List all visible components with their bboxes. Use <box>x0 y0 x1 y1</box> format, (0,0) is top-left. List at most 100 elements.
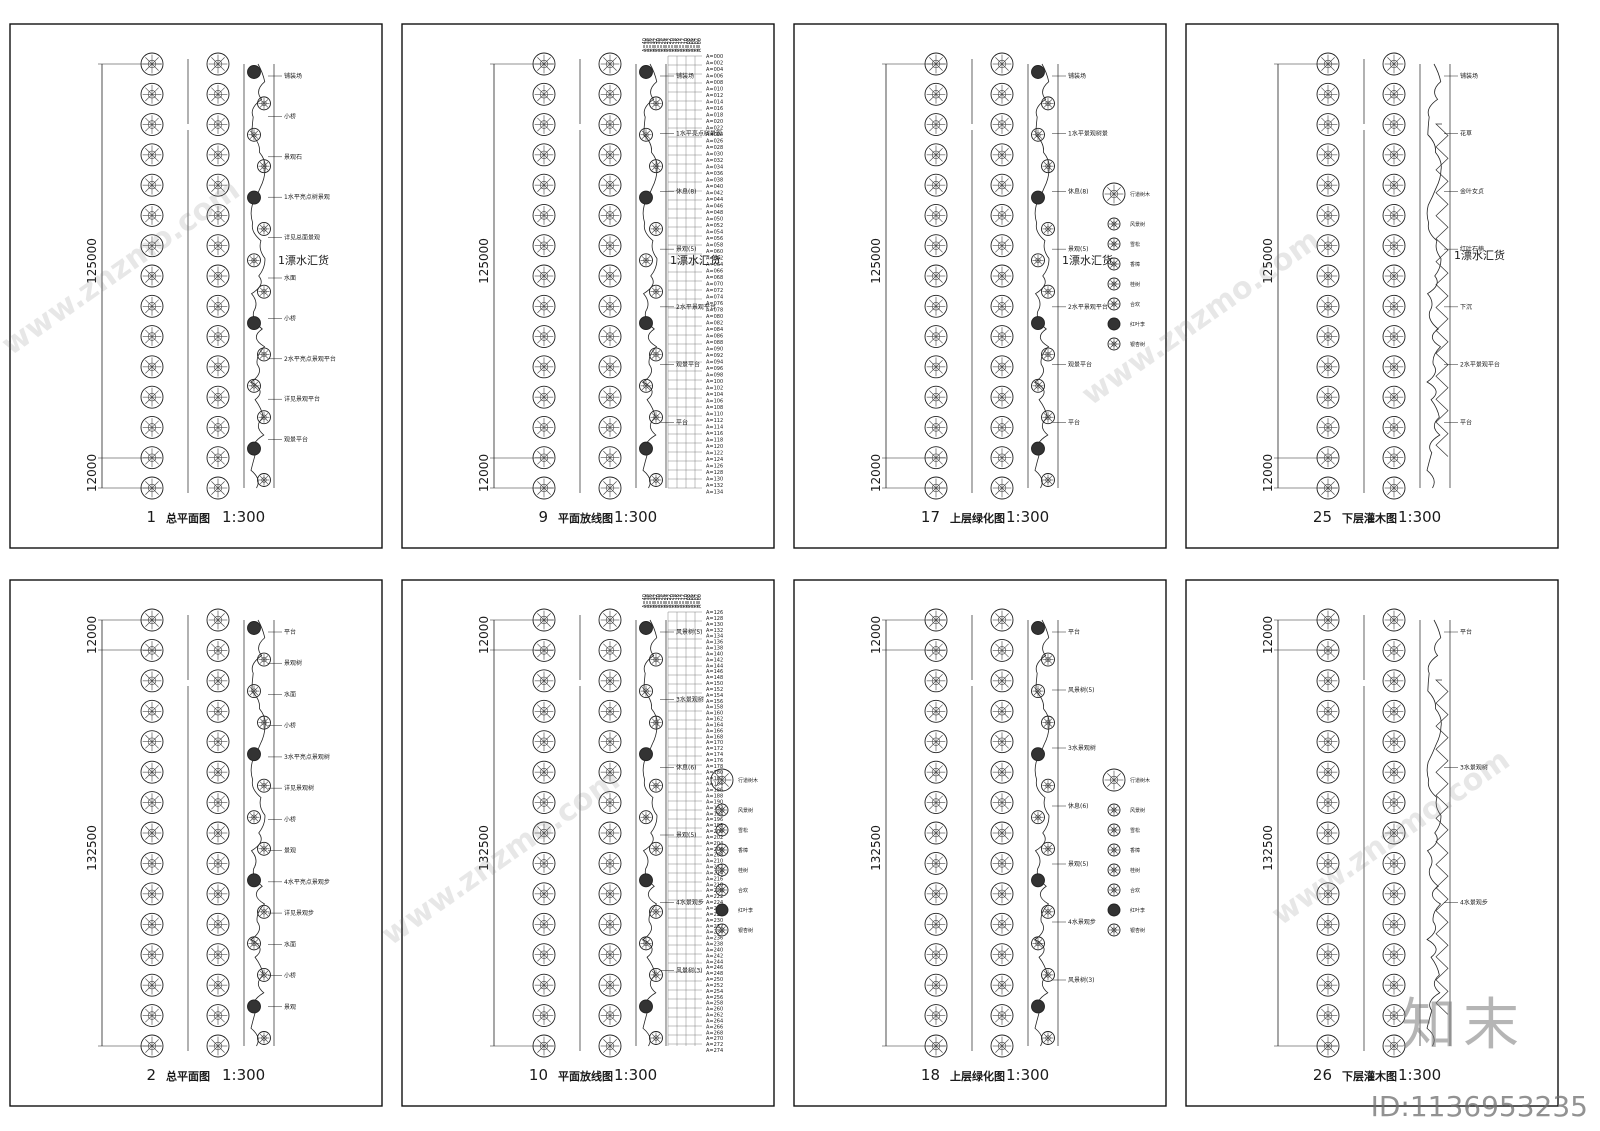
grid-right-label: A=250 <box>706 977 723 983</box>
dimension-label-segment: 12000 <box>869 454 883 492</box>
tree-symbol <box>990 851 1014 875</box>
callout-label: 休息(6) <box>1068 802 1089 810</box>
tree-symbol <box>140 203 164 227</box>
legend-label: 行道树木 <box>738 777 758 784</box>
tree-symbol <box>649 904 663 919</box>
panel-scale: 1:300 <box>1398 508 1441 526</box>
grid-right-label: A=192 <box>706 805 723 811</box>
tree-symbol <box>1041 652 1055 667</box>
panel-title-text: 上层绿化图 <box>950 511 1005 525</box>
grid-top-label: A=00 <box>697 38 703 52</box>
tree-symbol <box>1382 385 1406 409</box>
tree-symbol <box>532 1034 556 1058</box>
callout-label: 小桥 <box>284 815 296 823</box>
grid-right-label: A=242 <box>706 953 723 959</box>
tree-symbol <box>1382 143 1406 167</box>
tree-symbol <box>206 638 230 662</box>
tree-symbol <box>140 669 164 693</box>
tree-symbol <box>1316 476 1340 500</box>
tree-symbol <box>1102 182 1126 206</box>
tree-symbol <box>924 385 948 409</box>
callout-label: 观景平台 <box>676 361 700 369</box>
tree-symbol <box>1107 863 1121 877</box>
tree-symbol <box>140 973 164 997</box>
tree-symbol <box>257 284 271 299</box>
callout-label: 3水景观树 <box>676 696 704 704</box>
grid-right-label: A=010 <box>706 87 723 93</box>
grid-right-label: A=204 <box>706 841 723 847</box>
tree-symbol <box>1382 638 1406 662</box>
grid-right-label: A=194 <box>706 811 723 817</box>
tree-symbol <box>1382 1004 1406 1028</box>
tree-symbol <box>1316 325 1340 349</box>
dimension-label-segment: 12000 <box>477 454 491 492</box>
tree-symbol <box>140 1034 164 1058</box>
tree-symbol <box>1041 96 1055 111</box>
legend-label: 银杏树 <box>738 927 753 934</box>
grid-top-label: A=18 <box>672 38 678 52</box>
grid-top-label: A=02 <box>694 594 700 608</box>
grid-top-label: A=20 <box>670 594 676 608</box>
grid-right-label: A=076 <box>706 301 723 307</box>
grid-right-label: A=246 <box>706 965 723 971</box>
grid-top-label: A=38 <box>645 594 651 608</box>
panel-number: 9 <box>538 508 548 526</box>
callout-label: 景观(5) <box>676 246 697 253</box>
legend-label: 桂树 <box>1130 867 1140 874</box>
tree-symbol <box>532 476 556 500</box>
tree-symbol <box>924 294 948 318</box>
callout-label: 休息(6) <box>676 763 697 771</box>
callout-label: 铺装场 <box>1460 72 1478 80</box>
grid-right-label: A=022 <box>706 126 723 132</box>
tree-symbol <box>140 730 164 754</box>
callout-label: 小桥 <box>284 314 296 322</box>
grid-right-label: A=012 <box>706 93 723 99</box>
tree-symbol <box>649 778 663 793</box>
tree-symbol <box>140 355 164 379</box>
tree-symbol <box>990 638 1014 662</box>
callout-label: 铺装场 <box>1068 72 1086 80</box>
callout-label: 水面 <box>284 690 296 698</box>
tree-symbol <box>1041 410 1055 425</box>
tree-symbol <box>247 316 261 331</box>
panel-number: 10 <box>529 1066 548 1084</box>
tree-symbol <box>1382 699 1406 723</box>
grid-right-label: A=008 <box>706 80 723 86</box>
section-label: 1漂水汇货 <box>1454 248 1505 262</box>
grid-top-label: A=34 <box>650 594 656 608</box>
tree-symbol <box>257 410 271 425</box>
grid-right-label: A=188 <box>706 794 723 800</box>
tree-symbol <box>639 441 653 456</box>
grid-top-label: A=24 <box>664 594 670 608</box>
tree-symbol <box>532 294 556 318</box>
tree-symbol <box>532 791 556 815</box>
tree-symbol <box>1316 446 1340 470</box>
tree-symbol <box>639 684 653 699</box>
panel-9: 12500012000A=40A=38A=36A=34A=32A=30A=28A… <box>401 23 775 549</box>
grid-right-label: A=256 <box>706 995 723 1001</box>
callout-label: 观景平台 <box>1068 361 1092 369</box>
tree-symbol <box>924 203 948 227</box>
tree-symbol <box>639 936 653 951</box>
grid-right-label: A=198 <box>706 823 723 829</box>
tree-symbol <box>206 52 230 76</box>
grid-right-label: A=046 <box>706 204 723 210</box>
tree-symbol <box>649 715 663 730</box>
grid-right-label: A=232 <box>706 924 723 930</box>
callout-label: 水面 <box>284 940 296 948</box>
grid-right-label: A=134 <box>706 634 723 640</box>
grid-right-label: A=058 <box>706 243 723 249</box>
tree-symbol <box>649 473 663 487</box>
callout-label: 详见总面景观 <box>284 234 320 242</box>
tree-symbol <box>1107 297 1121 311</box>
tree-symbol <box>924 415 948 439</box>
tree-symbol <box>1382 203 1406 227</box>
callout-label: 红叶石楠 <box>1460 245 1484 253</box>
tree-symbol <box>1031 190 1045 205</box>
tree-symbol <box>1382 912 1406 936</box>
tree-symbol <box>532 851 556 875</box>
tree-symbol <box>532 325 556 349</box>
panel-title-text: 总平面图 <box>166 1069 210 1083</box>
tree-symbol <box>532 821 556 845</box>
